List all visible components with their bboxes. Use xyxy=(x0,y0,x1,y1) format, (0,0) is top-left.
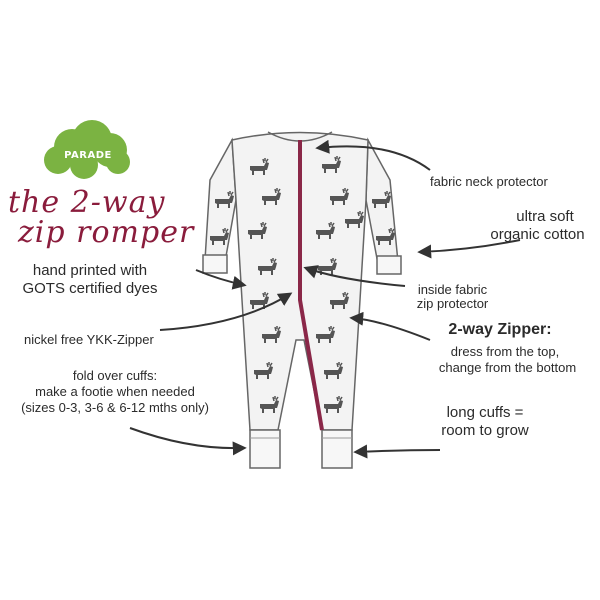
parade-logo: PARADE xyxy=(44,120,130,179)
annotation-arrows xyxy=(129,139,521,459)
label-printed-2: GOTS certified dyes xyxy=(22,280,158,297)
label-long-1: long cuffs = xyxy=(446,404,524,421)
label-cotton-2: organic cotton xyxy=(490,226,585,243)
label-printed-1: hand printed with xyxy=(32,262,148,279)
zipper xyxy=(298,140,324,431)
label-inside-2: zip protector xyxy=(416,296,489,311)
label-neck-protector: fabric neck protector xyxy=(430,174,548,189)
title-line-2: zip romper xyxy=(18,215,195,250)
label-inside-1: inside fabric xyxy=(417,282,488,297)
romper xyxy=(202,131,402,469)
label-fold-3: (sizes 0-3, 3-6 & 6-12 mths only) xyxy=(21,400,209,415)
label-zipper-title: 2-way Zipper: xyxy=(448,321,552,338)
label-long-2: room to grow xyxy=(441,422,529,439)
label-ykk-zipper: nickel free YKK-Zipper xyxy=(24,332,154,347)
label-zipper-1: dress from the top, xyxy=(450,344,560,359)
title-line-1: the 2-way xyxy=(8,185,166,220)
label-fold-2: make a footie when needed xyxy=(35,384,195,399)
label-fold-1: fold over cuffs: xyxy=(72,368,158,383)
label-zipper-2: change from the bottom xyxy=(438,360,577,375)
logo-text: PARADE xyxy=(64,150,112,161)
label-cotton-1: ultra soft xyxy=(516,208,574,225)
